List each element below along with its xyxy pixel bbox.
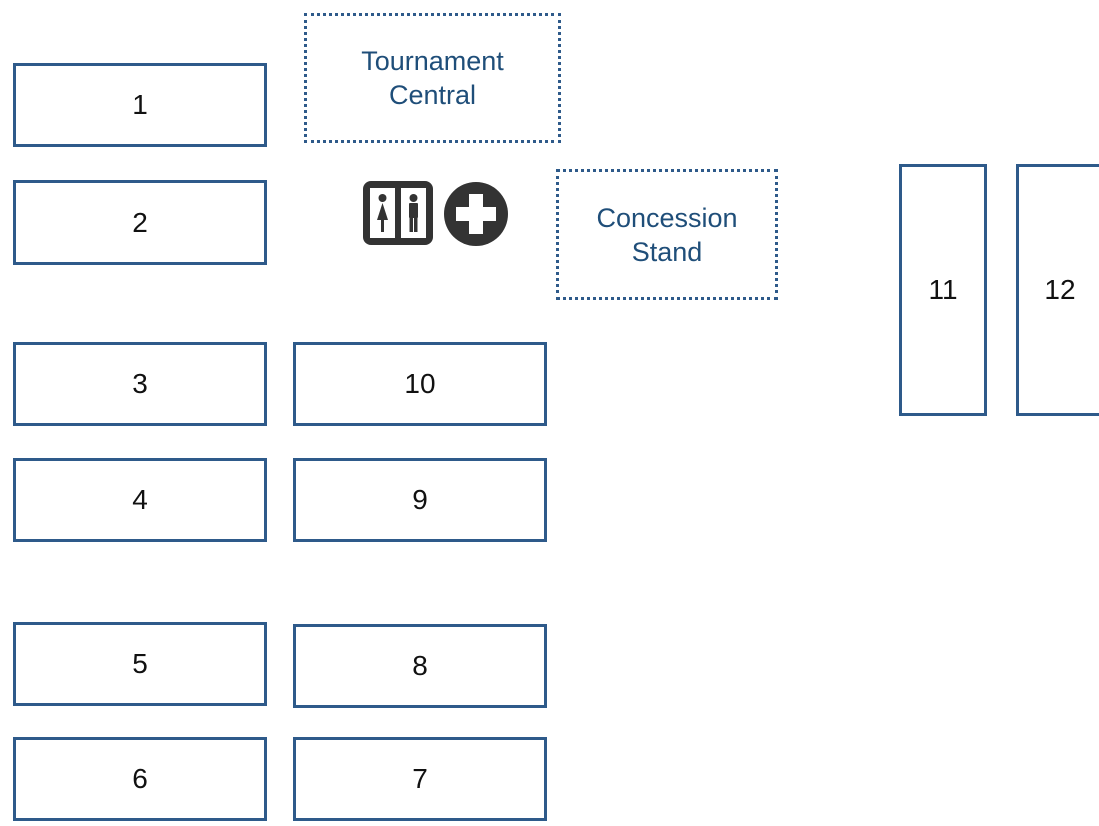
court-2: 2 xyxy=(13,180,267,265)
restroom-icon xyxy=(363,181,433,245)
court-10: 10 xyxy=(293,342,547,426)
court-9-label: 9 xyxy=(412,484,428,515)
court-11-label: 11 xyxy=(928,274,958,305)
court-12: 12 xyxy=(1016,164,1099,416)
court-7: 7 xyxy=(293,737,547,821)
court-8: 8 xyxy=(293,624,547,708)
court-3: 3 xyxy=(13,342,267,426)
court-5: 5 xyxy=(13,622,267,706)
court-9: 9 xyxy=(293,458,547,542)
court-6-label: 6 xyxy=(132,763,148,794)
court-5-label: 5 xyxy=(132,648,148,679)
concession-stand: Concession Stand xyxy=(556,169,778,300)
court-4: 4 xyxy=(13,458,267,542)
concession-stand-line2: Stand xyxy=(631,236,703,267)
court-3-label: 3 xyxy=(132,368,148,399)
first-aid-icon xyxy=(444,182,508,246)
court-2-label: 2 xyxy=(132,206,148,238)
court-1: 1 xyxy=(13,63,267,147)
tournament-central: Tournament Central xyxy=(304,13,561,143)
court-8-label: 8 xyxy=(412,650,428,681)
court-10-label: 10 xyxy=(404,368,436,399)
court-12-label: 12 xyxy=(1044,274,1076,305)
tournament-central-line1: Tournament xyxy=(361,46,504,76)
court-4-label: 4 xyxy=(132,484,148,515)
court-6: 6 xyxy=(13,737,267,821)
concession-stand-line1: Concession xyxy=(596,202,738,233)
court-7-label: 7 xyxy=(412,763,428,794)
court-11: 11 xyxy=(899,164,987,416)
court-1-label: 1 xyxy=(132,89,148,120)
tournament-central-line2: Central xyxy=(388,80,477,110)
